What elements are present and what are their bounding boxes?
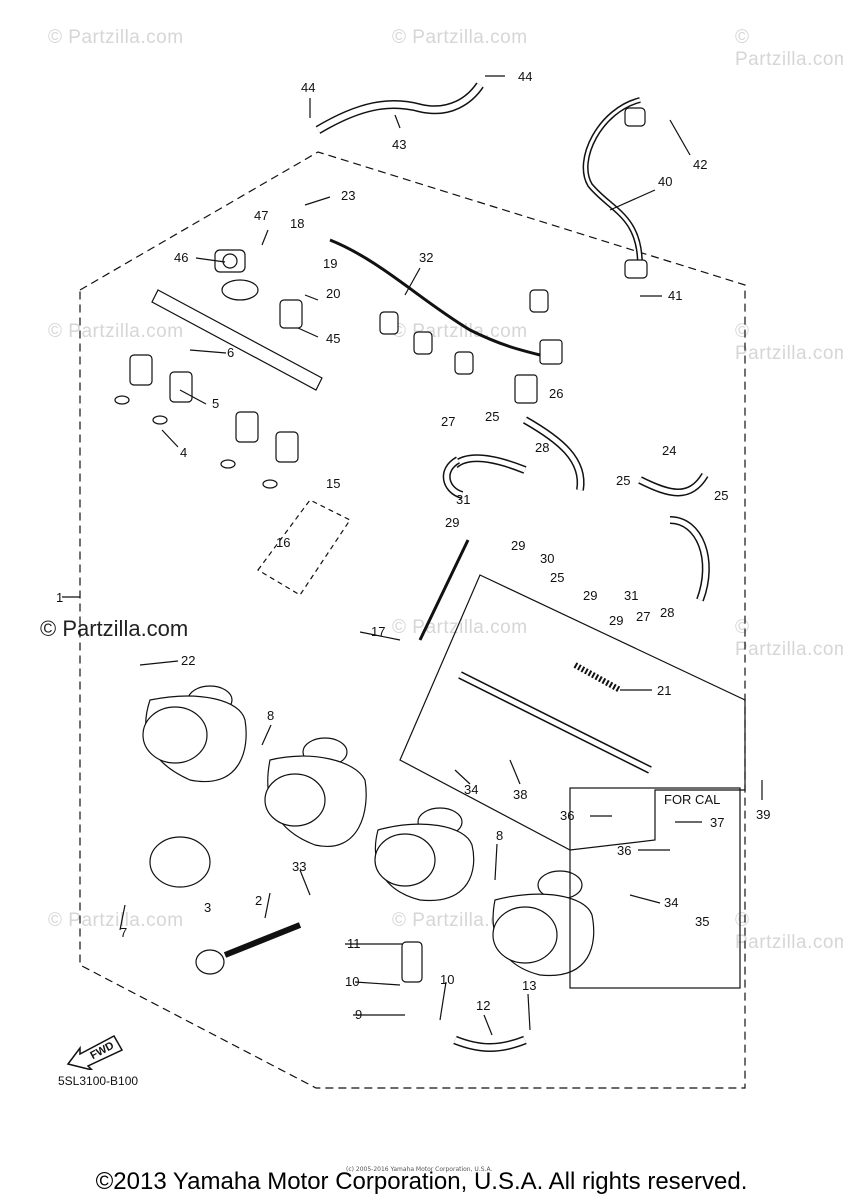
fwd-arrow-icon: FWD (66, 1028, 126, 1075)
pipe-11 (401, 941, 423, 983)
callout-18: 18 (290, 216, 304, 231)
callout-23: 23 (341, 188, 355, 203)
callout-1: 1 (56, 590, 63, 605)
callout-21: 21 (657, 683, 671, 698)
callout-39: 39 (756, 807, 770, 822)
callout-24: 24 (662, 443, 676, 458)
callout-4: 4 (180, 445, 187, 460)
watermark-top-left: © Partzilla.com (48, 27, 184, 48)
spring-21 (573, 662, 622, 693)
wire-harness-32 (329, 238, 541, 357)
callout-6: 6 (227, 345, 234, 360)
watermark-top-center: © Partzilla.com (392, 27, 528, 48)
adjuster-rod (418, 539, 470, 641)
callout-41: 41 (668, 288, 682, 303)
callout-31b: 31 (624, 588, 638, 603)
callout-10a: 10 (345, 974, 359, 989)
callout-25c: 25 (714, 488, 728, 503)
callout-47: 47 (254, 208, 268, 223)
assembly-outline (79, 151, 746, 1089)
callout-25b: 25 (616, 473, 630, 488)
diagram-code: 5SL3100-B100 (58, 1074, 139, 1088)
callout-22: 22 (181, 653, 195, 668)
callout-5: 5 (212, 396, 219, 411)
callout-43: 43 (392, 137, 406, 152)
callouts: 1 2 3 4 5 6 7 8 8 9 10 10 11 12 13 15 16… (56, 69, 770, 1022)
for-cal-box (569, 787, 741, 989)
callout-28a: 28 (535, 440, 549, 455)
callout-29a: 29 (445, 515, 459, 530)
callout-37: 37 (710, 815, 724, 830)
callout-29b: 29 (511, 538, 525, 553)
callout-3: 3 (204, 900, 211, 915)
callout-25d: 25 (550, 570, 564, 585)
callout-34b: 34 (664, 895, 678, 910)
callout-33: 33 (292, 859, 306, 874)
callout-27a: 27 (441, 414, 455, 429)
hose-25b (669, 516, 710, 602)
callout-26: 26 (549, 386, 563, 401)
shaft-2 (223, 922, 302, 958)
callout-17: 17 (371, 624, 385, 639)
callout-44b: 44 (518, 69, 532, 84)
callout-25a: 25 (485, 409, 499, 424)
callout-42: 42 (693, 157, 707, 172)
callout-34a: 34 (464, 782, 478, 797)
throttle-body-1 (142, 685, 247, 783)
sensor-45 (279, 299, 303, 329)
copyright-footer: ©2013 Yamaha Motor Corporation, U.S.A. A… (95, 1168, 748, 1195)
inset-15-box (257, 499, 351, 596)
callout-16: 16 (276, 535, 290, 550)
callout-44a: 44 (301, 80, 315, 95)
callout-11: 11 (347, 936, 361, 951)
throttle-body-3 (374, 807, 475, 902)
callout-46: 46 (174, 250, 188, 265)
injector-group (114, 354, 299, 489)
callout-12: 12 (476, 998, 490, 1013)
seal-3 (195, 949, 225, 975)
fuel-rail (151, 249, 323, 391)
callout-40: 40 (658, 174, 672, 189)
callout-36b: 36 (617, 843, 631, 858)
callout-36a: 36 (560, 808, 574, 823)
watermark-mid-left: © Partzilla.com (48, 321, 184, 342)
callout-2: 2 (255, 893, 262, 908)
callout-45: 45 (326, 331, 340, 346)
callout-29d: 29 (609, 613, 623, 628)
throttle-body-2 (264, 737, 367, 847)
callout-20: 20 (326, 286, 340, 301)
callout-27b: 27 (636, 609, 650, 624)
callout-29c: 29 (583, 588, 597, 603)
callout-10b: 10 (440, 972, 454, 987)
callout-19: 19 (323, 256, 337, 271)
callout-15: 15 (326, 476, 340, 491)
callout-9: 9 (355, 1007, 362, 1022)
for-cal-label: FOR CAL (664, 792, 720, 807)
callout-8a: 8 (267, 708, 274, 723)
watermark-strong: © Partzilla.com (40, 616, 189, 641)
callout-7: 7 (120, 925, 127, 940)
air-cover (149, 836, 211, 888)
watermark-center-2: © Partzilla.com (392, 617, 528, 638)
callout-28b: 28 (660, 605, 674, 620)
callout-13: 13 (522, 978, 536, 993)
callout-31a: 31 (456, 492, 470, 507)
bracket-38-outline (399, 574, 746, 851)
callout-38: 38 (513, 787, 527, 802)
watermark-low-left: © Partzilla.com (48, 910, 184, 931)
callout-32: 32 (419, 250, 433, 265)
tiny-copyright: (c) 2005-2016 Yamaha Motor Corporation, … (346, 1166, 493, 1173)
watermark-top-right: © Partzilla.com (735, 27, 843, 70)
callout-30: 30 (540, 551, 554, 566)
throttle-body-4 (492, 870, 595, 977)
callout-8b: 8 (496, 828, 503, 843)
callout-35: 35 (695, 914, 709, 929)
